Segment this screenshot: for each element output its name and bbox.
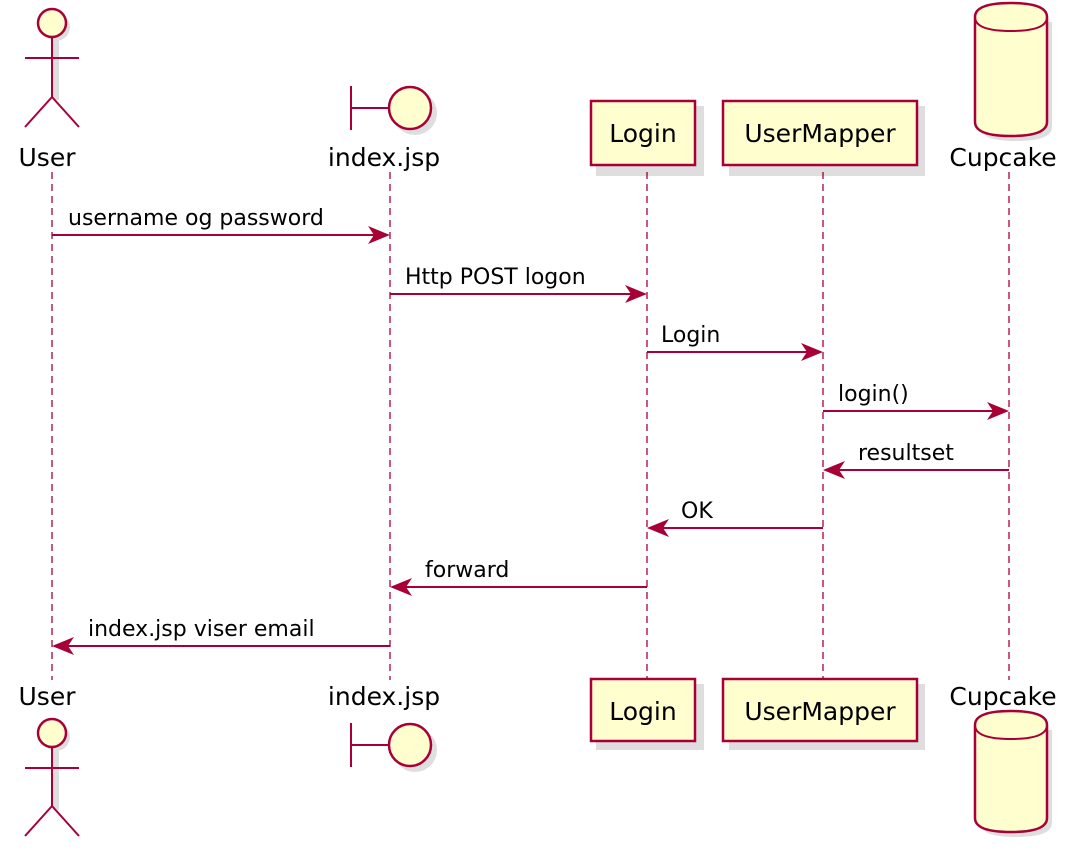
participant-label-usermapper-top: UserMapper	[744, 119, 896, 148]
cupcake-database-icon-bottom	[973, 709, 1052, 837]
participant-label-login-bottom: Login	[609, 697, 676, 726]
arrowhead-icon	[390, 578, 412, 596]
arrowhead-icon	[625, 285, 647, 303]
message-7: forward	[390, 558, 647, 596]
arrowhead-icon	[823, 461, 845, 479]
usermapper-box-bottom: UserMapper	[721, 677, 925, 750]
login-box-top: Login	[589, 99, 704, 176]
participant-label-login-top: Login	[609, 119, 676, 148]
message-label: resultset	[858, 441, 954, 466]
message-label: username og password	[68, 206, 324, 231]
message-5: resultset	[823, 441, 1009, 479]
message-label: forward	[425, 558, 509, 583]
participant-label-user-bottom: User	[19, 682, 77, 711]
login-box-bottom: Login	[589, 677, 704, 750]
arrowhead-icon	[368, 226, 390, 244]
message-label: OK	[681, 499, 713, 524]
participant-label-user-top: User	[19, 143, 77, 172]
message-4: login()	[823, 382, 1009, 420]
participant-label-index-bottom: index.jsp	[328, 682, 440, 711]
message-8: index.jsp viser email	[52, 617, 390, 655]
user-actor-icon-bottom	[24, 717, 80, 837]
cupcake-database-icon-top	[973, 1, 1052, 141]
index-boundary-icon-top	[350, 85, 437, 135]
participant-label-index-top: index.jsp	[328, 143, 440, 172]
message-2: Http POST logon	[390, 265, 647, 303]
arrowhead-icon	[801, 343, 823, 361]
message-3: Login	[647, 323, 823, 361]
message-1: username og password	[52, 206, 390, 244]
message-6: OK	[647, 499, 823, 537]
message-label: login()	[838, 382, 909, 407]
participant-label-usermapper-bottom: UserMapper	[744, 697, 896, 726]
message-label: Http POST logon	[405, 265, 586, 290]
user-actor-icon-top	[24, 7, 80, 128]
usermapper-box-top: UserMapper	[721, 99, 925, 176]
arrowhead-icon	[647, 519, 669, 537]
index-boundary-icon-bottom	[350, 722, 437, 772]
message-label: Login	[661, 323, 720, 348]
participant-label-cupcake-top: Cupcake	[949, 143, 1056, 172]
arrowhead-icon	[987, 402, 1009, 420]
message-label: index.jsp viser email	[88, 617, 315, 642]
participant-label-cupcake-bottom: Cupcake	[949, 682, 1056, 711]
arrowhead-icon	[52, 637, 74, 655]
